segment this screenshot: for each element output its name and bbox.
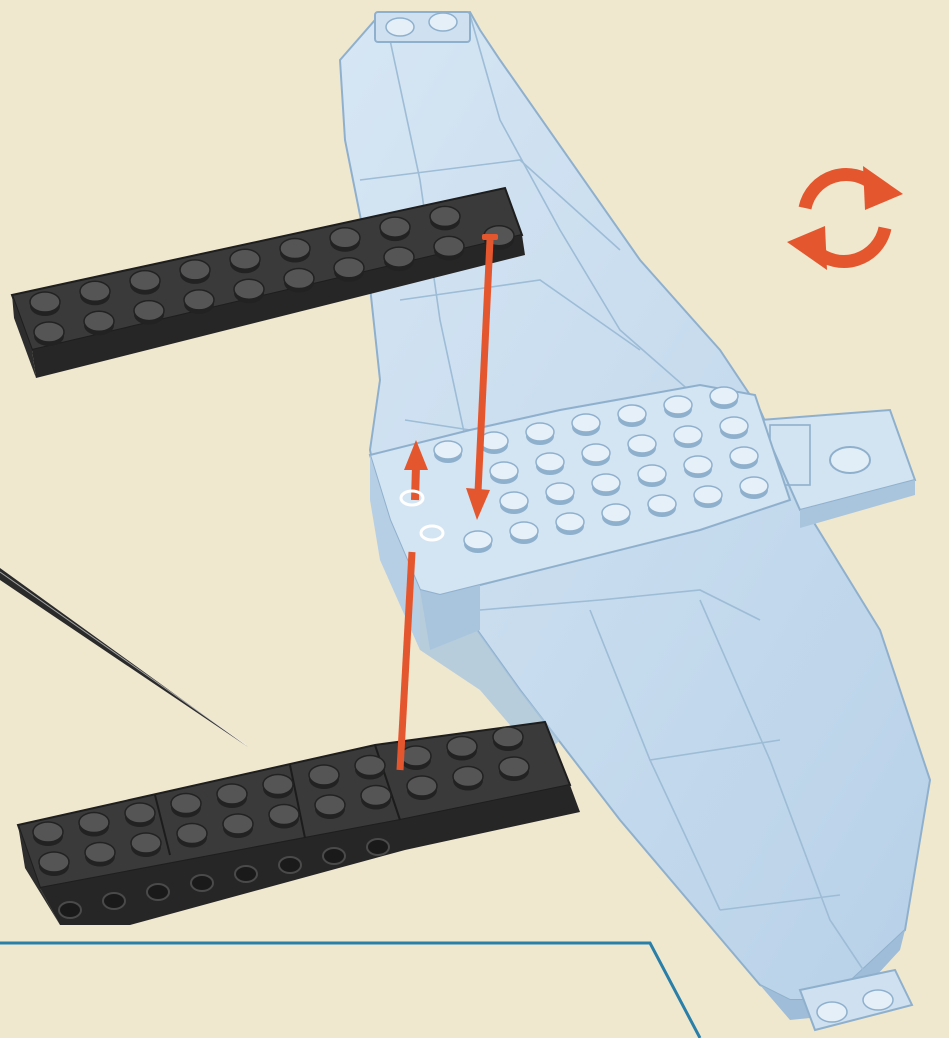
dark-stud <box>234 279 264 303</box>
dark-stud <box>284 269 314 293</box>
light-stud <box>500 492 528 514</box>
dark-stud <box>269 805 299 829</box>
light-stud <box>730 447 758 469</box>
dark-stud <box>430 206 460 230</box>
light-stud <box>628 435 656 457</box>
dark-stud <box>230 249 260 273</box>
dark-stud <box>217 784 247 808</box>
dark-stud <box>384 247 414 271</box>
dark-stud <box>130 271 160 295</box>
dark-stud <box>280 239 310 263</box>
technic-hole <box>279 857 301 873</box>
light-stud <box>740 477 768 499</box>
technic-hole <box>367 839 389 855</box>
technic-hole <box>235 866 257 882</box>
dark-stud <box>380 217 410 241</box>
light-stud <box>510 522 538 544</box>
light-stud <box>618 405 646 427</box>
dark-stud <box>401 746 431 770</box>
light-stud <box>664 396 692 418</box>
light-stud <box>490 462 518 484</box>
dark-stud <box>134 301 164 325</box>
light-stud <box>648 495 676 517</box>
dark-stud <box>499 757 529 781</box>
light-stud <box>592 474 620 496</box>
light-stud <box>638 465 666 487</box>
dark-stud <box>131 833 161 857</box>
light-stud <box>582 444 610 466</box>
dark-stud <box>361 786 391 810</box>
dark-stud <box>34 322 64 346</box>
dark-stud <box>434 236 464 260</box>
dark-stud <box>223 814 253 838</box>
light-stud <box>674 426 702 448</box>
light-stud <box>710 387 738 409</box>
dark-stud <box>330 228 360 252</box>
dark-stud <box>334 258 364 282</box>
dark-stud <box>315 795 345 819</box>
dark-stud <box>184 290 214 314</box>
dark-stud <box>180 260 210 284</box>
arrow-side-up <box>415 466 416 500</box>
dark-stud <box>407 776 437 800</box>
dark-stud <box>447 737 477 761</box>
dark-stud <box>80 281 110 305</box>
dark-stud <box>30 292 60 316</box>
light-blue-wing <box>340 12 930 1030</box>
arrow-plate-start-mark <box>482 234 498 240</box>
dark-stud <box>79 813 109 837</box>
light-stud <box>720 417 748 439</box>
technic-hole <box>147 884 169 900</box>
technic-hole <box>59 902 81 918</box>
dark-stud <box>177 824 207 848</box>
light-stud <box>572 414 600 436</box>
light-stud <box>464 531 492 553</box>
light-stud <box>434 441 462 463</box>
technic-hole <box>323 848 345 864</box>
callout-box-border <box>0 943 700 1038</box>
light-stud <box>602 504 630 526</box>
light-stud <box>526 423 554 445</box>
dark-stud <box>171 794 201 818</box>
dark-stud <box>263 775 293 799</box>
technic-hole <box>191 875 213 891</box>
dark-stud <box>453 767 483 791</box>
light-stud <box>694 486 722 508</box>
dark-stud <box>33 822 63 846</box>
light-stud <box>536 453 564 475</box>
dark-stud <box>84 311 114 335</box>
dark-stud <box>309 765 339 789</box>
wing-nose-bricks <box>375 12 470 42</box>
dark-stud <box>355 756 385 780</box>
light-stud <box>556 513 584 535</box>
dark-brick-assembly <box>18 722 580 925</box>
dark-stud <box>39 852 69 876</box>
dark-stud <box>125 803 155 827</box>
dark-stud <box>493 727 523 751</box>
callout-pointer <box>0 568 248 747</box>
light-stud <box>546 483 574 505</box>
technic-hole <box>103 893 125 909</box>
rotate-model-icon <box>787 166 903 270</box>
light-stud <box>684 456 712 478</box>
dark-stud <box>85 843 115 867</box>
